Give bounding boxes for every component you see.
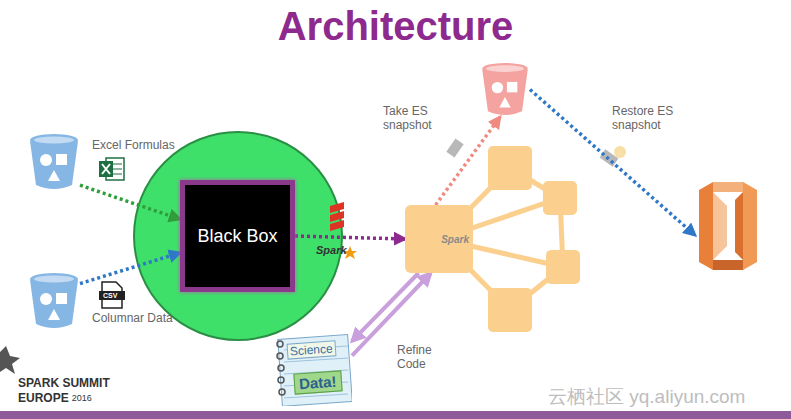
edge-label: Columnar Data [92, 311, 202, 325]
connector [530, 90, 695, 236]
black-box: Black Box [180, 180, 295, 292]
label: CSV [103, 292, 117, 299]
connector [80, 185, 180, 219]
node-text: Spark [441, 234, 469, 245]
cluster-boxes [488, 146, 580, 332]
snapshot-bucket-shape [480, 62, 530, 117]
footer-bar [0, 411, 791, 419]
csv-icon [99, 282, 125, 308]
spark-cluster-node: Spark [405, 205, 473, 273]
edge-label: Restore ES snapshot [612, 104, 692, 132]
label: SPARK SUMMIT [18, 376, 110, 390]
label: 2016 [72, 393, 92, 403]
summit-logo [0, 346, 20, 374]
node-text: Black Box [197, 226, 277, 247]
arrow-sleeves [446, 139, 626, 167]
data-bucket-shape [28, 272, 80, 330]
edge-label: Take ES snapshot [383, 104, 453, 132]
data-bucket [28, 133, 80, 191]
snapshot-bucket [480, 62, 530, 117]
label: Spark [316, 244, 347, 256]
excel-icon [99, 158, 124, 180]
notebook: ScienceData! [274, 334, 352, 406]
green-circle [134, 132, 342, 340]
connector [295, 236, 405, 239]
node-text: Data! [293, 370, 342, 394]
elasticsearch-icon-shape [695, 180, 761, 272]
edge-label: Refine Code [397, 343, 457, 371]
node-text: Science [287, 340, 337, 359]
label: 云栖社区 yq.aliyun.com [548, 384, 745, 410]
data-bucket [28, 272, 80, 330]
edge-label: Excel Formulas [92, 138, 202, 152]
connector [80, 253, 180, 284]
title: Architecture [0, 4, 791, 49]
connector [436, 117, 500, 205]
connector [352, 273, 419, 341]
data-bucket-shape [28, 133, 80, 191]
elasticsearch-icon [695, 180, 761, 272]
label: EUROPE [18, 391, 69, 405]
